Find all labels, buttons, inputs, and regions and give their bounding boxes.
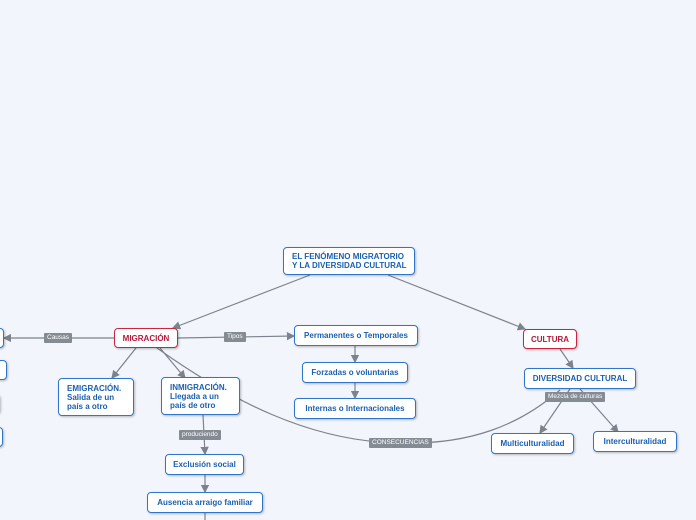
multi-node-text: Multiculturalidad [500,439,565,448]
forzadas-node[interactable]: Forzadas o voluntarias [302,362,408,383]
inter-node-text: Interculturalidad [603,437,667,446]
edge-root-cultura [387,274,527,331]
permanentes-node-text: Permanentes o Temporales [304,331,408,340]
internas-node[interactable]: Internas o Internacionales [294,398,416,419]
cultura-node[interactable]: CULTURA [523,329,577,349]
root-node-text: EL FENÓMENO MIGRATORIO Y LA DIVERSIDAD C… [292,252,407,270]
internas-node-text: Internas o Internacionales [305,404,405,413]
offscreen-node-2[interactable] [0,360,7,380]
edge-root-migracion [171,274,311,330]
diversidad-node-text: DIVERSIDAD CULTURAL [532,374,628,383]
permanentes-node[interactable]: Permanentes o Temporales [294,325,418,346]
edge-migracion-emigracion [111,347,137,379]
emigracion-node[interactable]: EMIGRACIÓN. Salida de un país a otro [58,378,134,416]
ausencia-node-text: Ausencia arraigo familiar [157,498,253,507]
tipos-label[interactable]: Tipos [224,332,246,342]
consecuencias-label[interactable]: CONSECUENCIAS [369,438,432,448]
exclusion-node-text: Exclusión social [173,460,236,469]
produciendo-label[interactable]: produciendo [179,430,221,440]
inmigracion-node[interactable]: INMIGRACIÓN. Llegada a un país de otro [161,377,240,415]
migracion-node[interactable]: MIGRACIÓN [114,328,178,348]
diversidad-node[interactable]: DIVERSIDAD CULTURAL [524,368,636,389]
root-node[interactable]: EL FENÓMENO MIGRATORIO Y LA DIVERSIDAD C… [283,247,415,275]
inter-node[interactable]: Interculturalidad [593,431,677,452]
multi-node[interactable]: Multiculturalidad [491,433,574,454]
inmigracion-node-text: INMIGRACIÓN. Llegada a un país de otro [170,382,227,410]
forzadas-node-text: Forzadas o voluntarias [311,368,399,377]
offscreen-node-1[interactable] [0,328,4,348]
mezcla-label[interactable]: Mezcla de culturas [545,392,606,402]
causas-label[interactable]: Causas [44,333,73,343]
exclusion-node[interactable]: Exclusión social [165,454,244,475]
emigracion-node-text: EMIGRACIÓN. Salida de un país a otro [67,383,122,411]
offscreen-node-4[interactable] [0,427,3,447]
migracion-node-text: MIGRACIÓN [122,333,170,343]
cultura-node-text: CULTURA [530,334,570,344]
ausencia-node[interactable]: Ausencia arraigo familiar [147,492,263,513]
edge-cultura-diversidad [559,348,574,369]
